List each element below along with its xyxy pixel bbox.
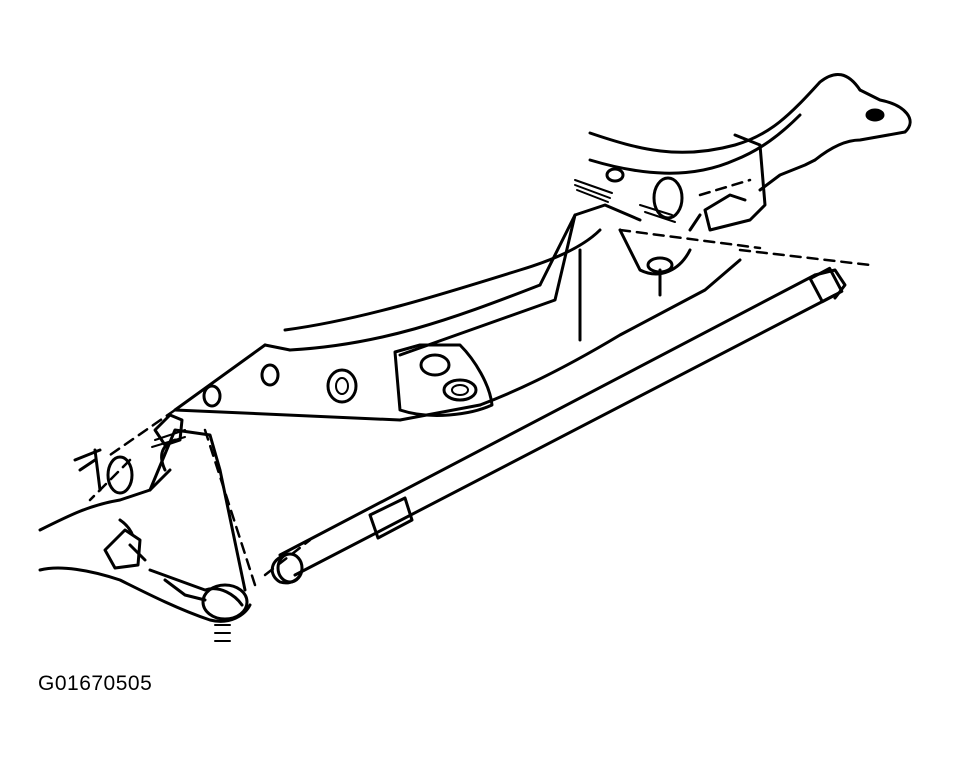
figure-id-label: G01670505 — [38, 672, 153, 695]
alignment-lines — [88, 178, 872, 587]
lower-control-arm — [38, 413, 252, 642]
strut-rod — [270, 266, 847, 585]
crossmember — [173, 73, 912, 422]
